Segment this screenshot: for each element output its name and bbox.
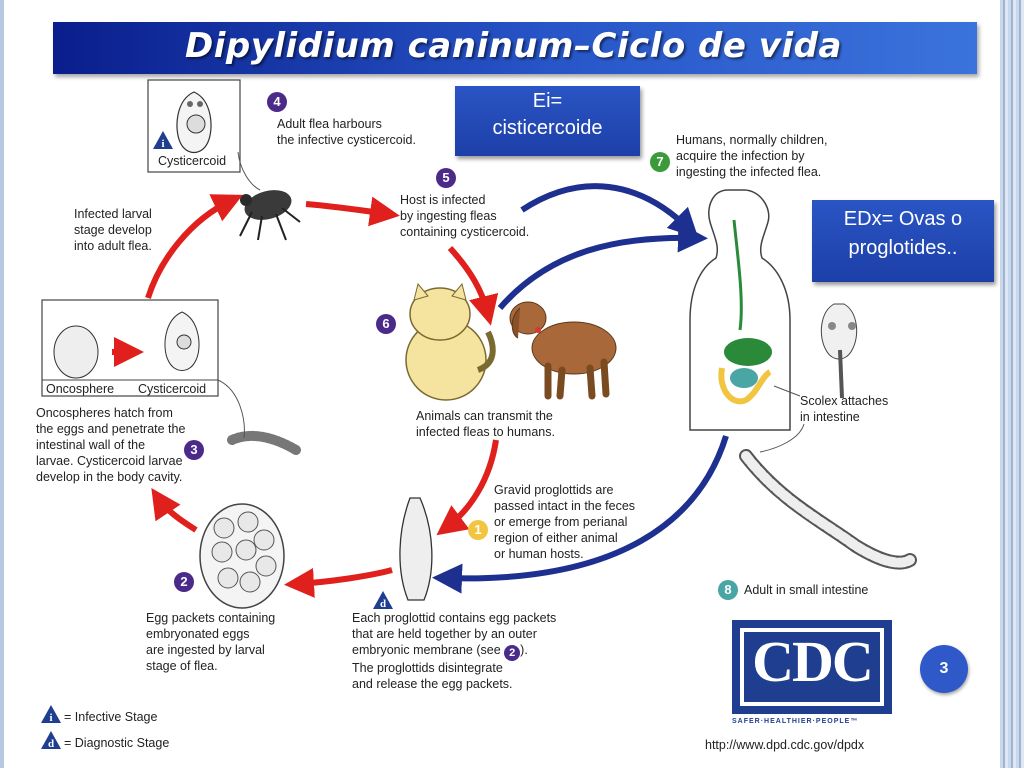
cysticercoid-top-illustration: [147, 79, 241, 173]
edx-box-line2: proglotides..: [848, 237, 958, 259]
step5-line2: by ingesting fleas: [400, 209, 497, 223]
cdc-tagline: SAFER·HEALTHIER·PEOPLE™: [732, 718, 859, 725]
step2-line3: are ingested by larval: [146, 643, 265, 657]
proglottid-line3-text: embryonic membrane (see: [352, 643, 501, 657]
step5-line3: containing cysticercoid.: [400, 225, 530, 239]
title-bar: [53, 22, 977, 74]
stage-3-marker: 3: [184, 440, 204, 460]
step1-line2: passed intact in the feces: [494, 499, 636, 513]
stage-5-marker: 5: [436, 168, 456, 188]
human-illustration: [689, 189, 791, 431]
stage-2-marker: 2: [174, 572, 194, 592]
legend-infective-label: = Infective Stage: [64, 710, 158, 724]
cdc-url[interactable]: http://www.dpd.cdc.gov/dpdx: [705, 738, 865, 752]
step3-line1: Oncospheres hatch from: [36, 406, 173, 420]
blue-arrows: [432, 183, 729, 594]
step6-line2: infected fleas to humans.: [416, 425, 555, 439]
stage-1-marker: 1: [468, 520, 488, 540]
scolex-line1: Scolex attaches: [800, 394, 889, 408]
infected-larval-line3: into adult flea.: [74, 239, 152, 253]
step3-line3: intestinal wall of the: [36, 438, 146, 452]
flea-illustration: [239, 190, 301, 241]
scolex-line2: in intestine: [800, 410, 860, 424]
infective-glyph: i: [161, 138, 164, 150]
step5-line1: Host is infected: [400, 193, 486, 207]
proglottid-line4: The proglottids disintegrate: [352, 661, 503, 675]
step6-line1: Animals can transmit the: [416, 409, 553, 423]
dog-illustration: [509, 301, 617, 400]
red-arrows: [145, 194, 499, 598]
step3-line4: larvae. Cysticercoid larvae: [36, 454, 183, 468]
oncosphere-box-illustration: [41, 299, 219, 397]
cysticercoid-top-label: Cysticercoid: [158, 154, 227, 168]
step4-line1: Adult flea harbours: [277, 117, 382, 131]
cdc-logo-text: CDC: [752, 629, 874, 694]
step1-line3: or emerge from perianal: [494, 515, 628, 529]
step1-line4: region of either animal: [494, 531, 618, 545]
step2-line4: stage of flea.: [146, 659, 218, 673]
diagnostic-stage-icon: d: [373, 591, 393, 610]
proglottid-line3-close: ).: [520, 643, 528, 657]
step3-line2: the eggs and penetrate the: [36, 422, 186, 436]
step3-line5: develop in the body cavity.: [36, 470, 183, 484]
ei-box-line2: cisticercoide: [492, 117, 603, 139]
step8-label: Adult in small intestine: [744, 583, 869, 597]
left-border: [0, 0, 4, 768]
ei-box: Ei= cisticercoide: [455, 86, 640, 156]
scolex-illustration: [820, 303, 858, 399]
cat-illustration: [405, 282, 496, 401]
leader-lines: [217, 151, 805, 453]
stage-6-marker: 6: [376, 314, 396, 334]
legend-diagnostic-icon: d: [41, 731, 61, 750]
flea-larva-illustration: [227, 430, 301, 455]
step7-line1: Humans, normally children,: [676, 133, 828, 147]
step2-line2: embryonated eggs: [146, 627, 250, 641]
proglottid-line1: Each proglottid contains egg packets: [352, 611, 557, 625]
step2-line1: Egg packets containing: [146, 611, 276, 625]
infected-larval-line1: Infected larval: [74, 207, 152, 221]
proglottid-line5: and release the egg packets.: [352, 677, 513, 691]
slide-title: Dipylidium caninum–Ciclo de vida: [185, 26, 842, 66]
step7-line2: acquire the infection by: [676, 149, 805, 163]
step7-line3: ingesting the infected flea.: [676, 165, 822, 179]
legend-diagnostic-glyph: d: [48, 738, 54, 750]
step1-line5: or human hosts.: [494, 547, 584, 561]
page-number-badge: 3: [920, 645, 968, 693]
cdc-logo: [732, 620, 892, 714]
legend-infective-icon: i: [41, 705, 61, 724]
adult-worm-illustration: [739, 449, 917, 570]
proglottid-line3: embryonic membrane (see 2).: [352, 642, 528, 661]
ei-box-line1: Ei=: [532, 90, 563, 112]
proglottid-line2: that are held together by an outer: [352, 627, 537, 641]
step4-line2: the infective cysticercoid.: [277, 133, 416, 147]
step1-line1: Gravid proglottids are: [494, 483, 614, 497]
see-stage-2-marker: 2: [504, 645, 521, 661]
stage-8-marker: 8: [718, 580, 738, 600]
legend-infective-glyph: i: [49, 712, 52, 724]
edx-box: EDx= Ovas o proglotides..: [812, 200, 994, 282]
proglottid-illustration: [399, 497, 433, 601]
stage-7-marker: 7: [650, 152, 670, 172]
stage-4-marker: 4: [267, 92, 287, 112]
right-border-stripes: [1000, 0, 1024, 768]
cysticercoid-left-label: Cysticercoid: [138, 382, 207, 396]
oncosphere-label: Oncosphere: [46, 382, 115, 396]
egg-packet-illustration: [199, 503, 285, 609]
edx-box-line1: EDx= Ovas o: [843, 208, 963, 230]
infective-stage-icon: i: [153, 131, 173, 150]
diagnostic-glyph: d: [380, 598, 386, 610]
legend-diagnostic-label: = Diagnostic Stage: [64, 736, 170, 750]
infected-larval-line2: stage develop: [74, 223, 152, 237]
